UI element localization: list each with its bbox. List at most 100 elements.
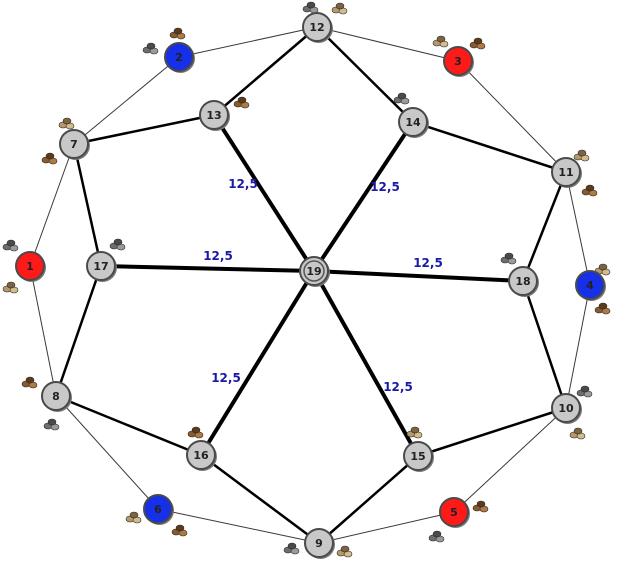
resource-pile-icon [576,385,593,398]
edge-19-15 [312,269,420,458]
resource-pile-icon [43,418,60,431]
node-16[interactable]: 16 [186,440,217,471]
node-9[interactable]: 9 [304,528,335,559]
edge-labels-layer: 12,5 12,5 12,5 12,5 12,5 12,5 [203,177,443,394]
edge-weight-label: 12,5 [370,180,400,194]
node-label: 18 [515,275,530,288]
node-label: 15 [410,450,425,463]
edge-12-14 [315,25,415,124]
node-14[interactable]: 14 [398,107,429,138]
edge-4-11 [565,171,591,286]
node-label: 7 [70,138,78,151]
edge-13-12 [212,25,319,117]
edge-18-10 [521,279,568,410]
resource-pile-icon [500,252,517,265]
node-label: 10 [558,402,574,415]
edge-10-15 [416,406,568,458]
node-label: 2 [175,51,183,64]
node-12[interactable]: 12 [302,12,333,43]
resource-pile-icon [142,42,159,55]
resource-pile-icon [432,35,449,48]
resource-pile-icon [573,149,590,162]
resource-pile-icon [109,238,126,251]
node-label: 3 [454,55,462,68]
node-8[interactable]: 8 [41,381,72,412]
edge-9-5 [318,511,455,544]
edge-weight-label: 12,5 [228,177,258,191]
node-label: 17 [93,260,108,273]
node-10[interactable]: 10 [551,393,582,424]
edge-16-8 [54,394,203,457]
node-1[interactable]: 1 [15,251,46,282]
node-label: 12 [309,21,324,34]
edge-17-7 [72,142,103,268]
node-label: 5 [450,506,458,519]
resource-pile-icon [581,184,598,197]
edge-weight-label: 12,5 [383,380,413,394]
edge-3-12 [316,26,459,62]
resource-pile-icon [169,27,186,40]
edge-2-7 [73,56,180,145]
node-11[interactable]: 11 [551,157,582,188]
node-4[interactable]: 4 [575,270,606,301]
edge-19-18 [312,269,525,283]
resource-pile-icon [41,152,58,165]
edge-weight-label: 12,5 [413,256,443,270]
resource-pile-icon [594,263,611,276]
edge-9-16 [199,453,321,545]
edge-15-9 [317,454,420,545]
resource-pile-icon [283,542,300,555]
resource-pile-icon [233,96,250,109]
edge-19-16 [199,269,316,457]
edge-5-10 [453,407,567,513]
node-2[interactable]: 2 [164,42,195,73]
node-label: 11 [558,166,573,179]
edge-19-17 [99,264,316,273]
edge-10-4 [565,284,591,409]
resource-pile-icon [125,511,142,524]
node-5[interactable]: 5 [439,497,470,528]
resource-pile-icon [58,117,75,130]
edge-11-3 [457,60,567,173]
edge-1-8 [29,265,57,397]
edge-8-17 [54,264,103,398]
node-label: 8 [52,390,60,403]
edge-6-9 [157,508,320,544]
node-19[interactable]: 19 [299,256,330,287]
node-3[interactable]: 3 [443,46,474,77]
resource-pile-icon [406,426,423,439]
resource-pile-icon [428,530,445,543]
resource-pile-icon [336,545,353,558]
node-7[interactable]: 7 [59,129,90,160]
edge-7-13 [72,113,216,146]
resource-pile-icon [171,524,188,537]
node-label: 4 [586,279,594,292]
edge-19-14 [312,120,415,273]
edge-weight-label: 12,5 [211,371,241,385]
edge-14-11 [411,120,568,174]
node-17[interactable]: 17 [86,251,117,282]
resource-pile-icon [331,2,348,15]
resource-icons-layer [2,1,611,558]
resource-pile-icon [302,1,319,14]
resource-pile-icon [2,239,19,252]
node-6[interactable]: 6 [143,494,174,525]
resource-pile-icon [469,37,486,50]
resource-pile-icon [472,500,489,513]
node-13[interactable]: 13 [199,100,230,131]
node-label: 14 [405,116,421,129]
resource-pile-icon [21,376,38,389]
node-label: 13 [206,109,221,122]
node-18[interactable]: 18 [508,266,539,297]
node-15[interactable]: 15 [403,441,434,472]
edge-8-6 [55,395,159,510]
resource-pile-icon [594,302,611,315]
edge-7-1 [29,143,75,267]
node-label: 1 [26,260,34,273]
edge-weight-label: 12,5 [203,249,233,263]
resource-pile-icon [2,281,19,294]
resource-pile-icon [393,92,410,105]
